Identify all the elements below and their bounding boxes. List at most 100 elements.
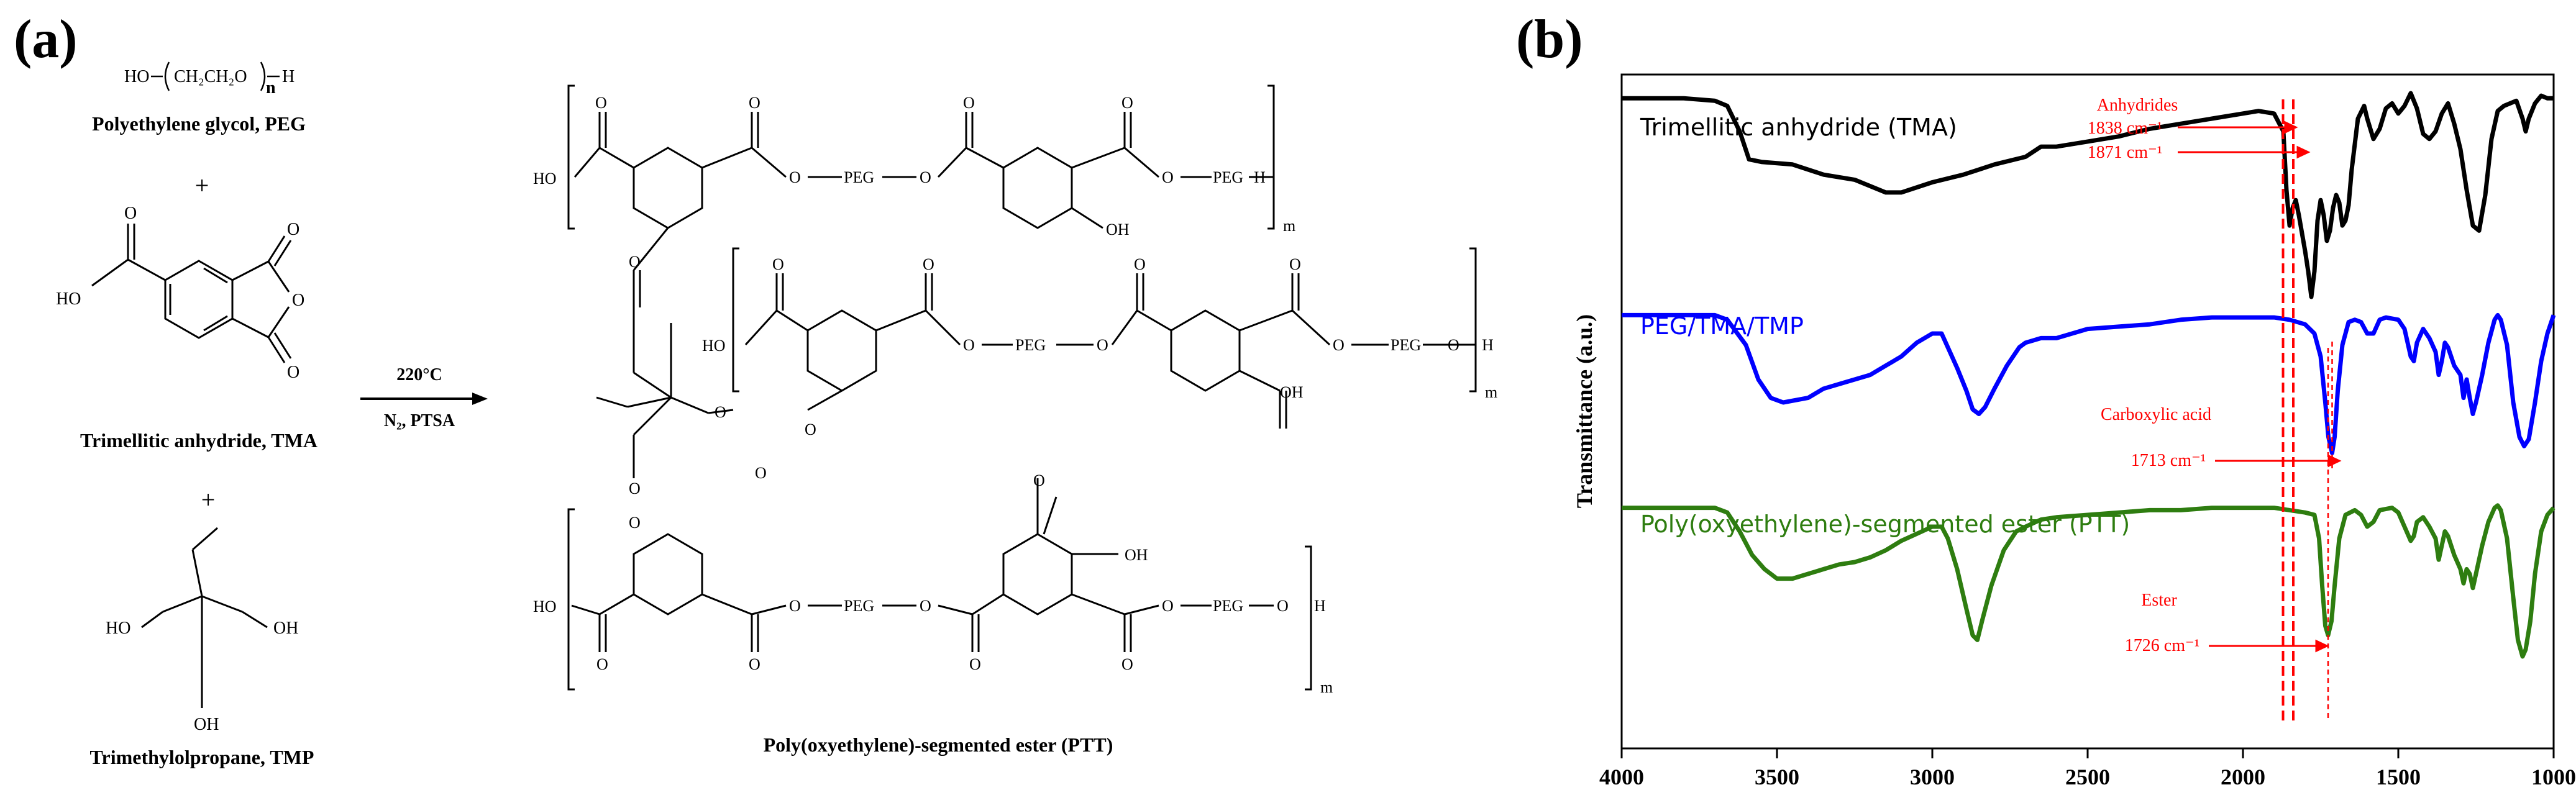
- spectrum-series: [1622, 91, 2556, 659]
- anhydride-arrowhead-1: [2284, 120, 2298, 134]
- peak-markers: [2281, 99, 2333, 720]
- ptt-peg-1: PEG: [844, 168, 874, 186]
- tma-o-top: O: [287, 220, 299, 239]
- ptt-o-7: O: [1162, 168, 1174, 186]
- panel-b-label: (b): [1516, 9, 1583, 70]
- panel-a-label: (a): [14, 9, 78, 70]
- ptt-oh-bottom: OH: [1125, 546, 1148, 564]
- ptt-o-m5: O: [1134, 255, 1146, 273]
- ptt-o-b2: O: [749, 655, 760, 673]
- ptt-o-b6: O: [1033, 471, 1045, 489]
- plot-frame: [1620, 73, 2555, 750]
- ptt-labels: HO O O O PEG O O O O PEG H OH m O HO O O…: [533, 94, 1497, 696]
- ptt-oh-mid: OH: [1280, 383, 1304, 401]
- tma-acid-o: O: [124, 204, 137, 223]
- ester-arrowhead: [2315, 639, 2329, 653]
- reaction-temperature: 220°C: [396, 365, 442, 384]
- ptt-o-b0: O: [629, 514, 641, 532]
- ptt-h-bottom: H: [1314, 597, 1326, 615]
- ptt-peg-6: PEG: [1213, 597, 1243, 615]
- x-tick-label: 2000: [2221, 765, 2265, 789]
- ptt-o-m2: O: [923, 255, 934, 273]
- ptt-o-b9: O: [1277, 597, 1289, 615]
- plus-1: +: [195, 171, 209, 199]
- ptt-o-m6: O: [1289, 255, 1301, 273]
- peg-h: H: [282, 67, 295, 86]
- tma-ho: HO: [56, 289, 81, 309]
- series-label-ptt: Poly(oxyethylene)-segmented ester (PTT): [1640, 511, 2130, 538]
- carboxylic-title: Carboxylic acid: [2101, 405, 2211, 424]
- ptt-o-core: O: [629, 253, 641, 271]
- anhydrides-title: Anhydrides: [2097, 96, 2178, 115]
- plus-2: +: [201, 486, 216, 514]
- tmp-oh-right: OH: [273, 619, 298, 638]
- x-axis: 4000 3500 3000 2500 2000 1500 1000: [1599, 748, 2576, 789]
- ptt-o-core2: O: [715, 403, 726, 421]
- series-label-tma: Trimellitic anhydride (TMA): [1640, 114, 1957, 141]
- tma-name: Trimellitic anhydride, TMA: [80, 429, 317, 452]
- ptt-o-m7: O: [1333, 336, 1345, 354]
- ester-peak: 1726 cm⁻¹: [2125, 636, 2199, 655]
- ptt-o-m3: O: [963, 336, 975, 354]
- ptt-ho-top: HO: [533, 170, 557, 188]
- ptt-h-top: H: [1254, 168, 1266, 186]
- ptt-m-top: m: [1283, 217, 1295, 235]
- reaction-reagents: N₂, PTSA: [384, 411, 455, 430]
- x-tick-label: 1500: [2376, 765, 2421, 789]
- tmp-name: Trimethylolpropane, TMP: [90, 746, 314, 768]
- ptt-o-m8: O: [1448, 336, 1459, 354]
- ptt-m-bottom: m: [1320, 678, 1333, 696]
- ptt-o-b1: O: [596, 655, 608, 673]
- ptt-peg-4: PEG: [1391, 336, 1421, 354]
- ptt-name: Poly(oxyethylene)-segmented ester (PTT): [764, 734, 1113, 756]
- tma-o-bottom: O: [287, 363, 299, 382]
- ptt-o-core4: O: [805, 420, 816, 438]
- x-tick-label: 3000: [1910, 765, 1955, 789]
- ptt-o-b4: O: [920, 597, 931, 615]
- ptt-o-m4: O: [1097, 336, 1108, 354]
- carboxylic-peak: 1713 cm⁻¹: [2131, 451, 2206, 470]
- tmp-ho-left: HO: [106, 619, 130, 638]
- ptt-o-5: O: [963, 94, 975, 112]
- peg-repeat-unit: CH₂CH₂O: [174, 67, 247, 86]
- ptt-o-1: O: [595, 94, 607, 112]
- ptt-o-2: O: [749, 94, 760, 112]
- x-tick-label: 1000: [2531, 765, 2576, 789]
- ester-title: Ester: [2141, 591, 2177, 610]
- ptt-o-3: O: [789, 168, 801, 186]
- ptt-oh-top: OH: [1106, 220, 1130, 238]
- ptt-ho-mid: HO: [702, 337, 726, 355]
- ptt-o-b5: O: [969, 655, 981, 673]
- x-tick-label: 4000: [1599, 765, 1644, 789]
- anhydride-arrowhead-2: [2296, 145, 2311, 159]
- series-line-1: [1622, 91, 2554, 299]
- anhydrides-peak-2: 1871 cm⁻¹: [2088, 143, 2162, 162]
- tmp-structure: [141, 527, 268, 708]
- y-axis-label: Transmittance (a.u.): [1572, 314, 1597, 508]
- series-label-peg-tma-tmp: PEG/TMA/TMP: [1640, 312, 1804, 340]
- ptt-o-4: O: [920, 168, 931, 186]
- ptt-peg-5: PEG: [844, 597, 874, 615]
- reaction-arrow: [360, 393, 488, 405]
- anhydrides-peak-1: 1838 cm⁻¹: [2088, 119, 2162, 138]
- ptt-o-b7: O: [1121, 655, 1133, 673]
- reaction-scheme: (a) HO CH₂CH₂O n H Polyethylene glycol, …: [14, 9, 1497, 768]
- ptt-o-b3: O: [789, 597, 801, 615]
- ptt-h-mid: H: [1482, 336, 1494, 354]
- ptt-o-6: O: [1121, 94, 1133, 112]
- ptt-o-b8: O: [1162, 597, 1174, 615]
- peg-ho: HO: [124, 67, 149, 86]
- peg-bracket-open: [164, 61, 170, 91]
- peg-name: Polyethylene glycol, PEG: [92, 112, 306, 135]
- ptt-peg-3: PEG: [1015, 336, 1046, 354]
- x-tick-label: 2500: [2065, 765, 2110, 789]
- ptt-ho-bottom: HO: [533, 597, 557, 616]
- ptt-structure: [567, 84, 1477, 691]
- x-tick-label: 3500: [1755, 765, 1799, 789]
- tmp-oh-bottom: OH: [194, 715, 219, 734]
- ptt-o-m1: O: [772, 255, 784, 273]
- ptt-o-bottom-core: O: [755, 464, 767, 482]
- tma-ring-o: O: [292, 291, 304, 310]
